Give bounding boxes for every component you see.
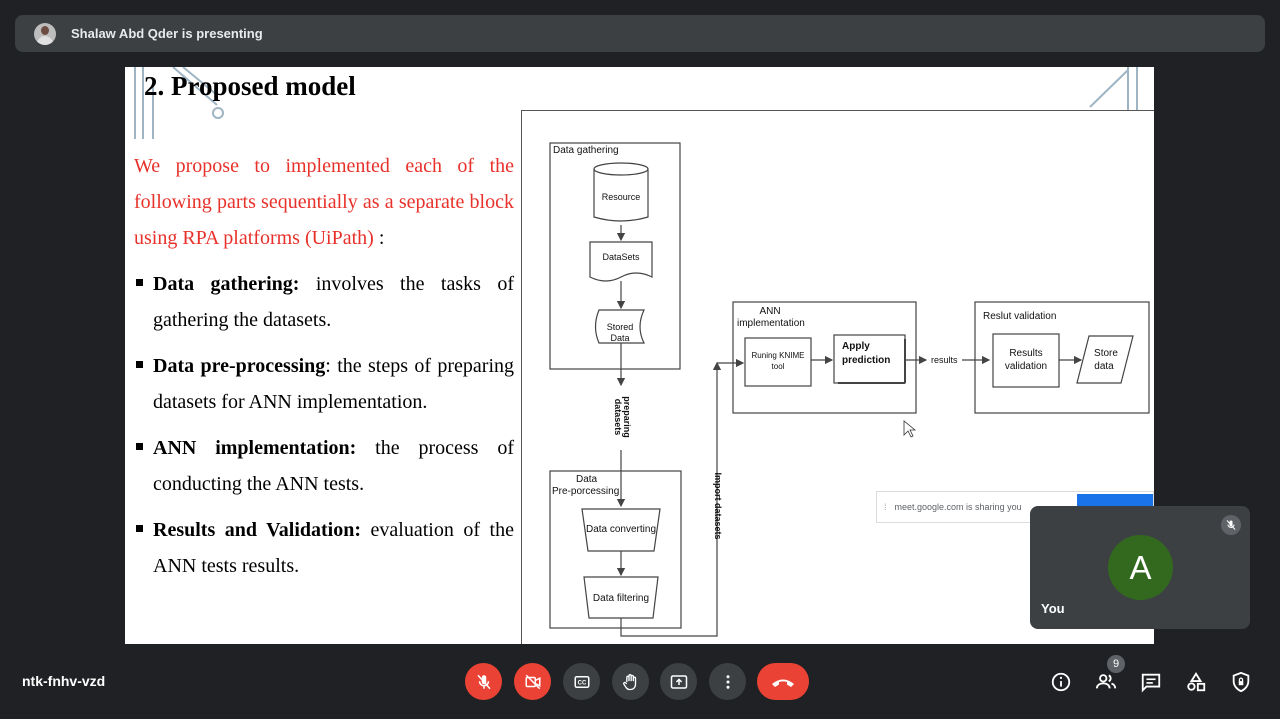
label-preparing-1: preparing bbox=[622, 396, 632, 438]
intro-text: We propose to implemented each of the fo… bbox=[134, 155, 514, 249]
label-knime-1: Runing KNIME bbox=[752, 351, 805, 360]
info-icon bbox=[1051, 672, 1071, 692]
sharing-notice-text: meet.google.com is sharing you bbox=[894, 502, 1022, 512]
leave-call-button[interactable] bbox=[757, 663, 809, 700]
presenter-label: Shalaw Abd Qder is presenting bbox=[71, 26, 263, 41]
people-icon bbox=[1095, 674, 1117, 689]
label-results: results bbox=[931, 355, 958, 365]
label-data-converting: Data converting bbox=[586, 524, 656, 535]
bullet-item: Data gathering: involves the tasks of ga… bbox=[134, 266, 514, 338]
activities-icon bbox=[1187, 672, 1206, 692]
label-apply-2: prediction bbox=[842, 355, 890, 366]
self-avatar: A bbox=[1108, 535, 1173, 600]
self-name: You bbox=[1041, 601, 1065, 616]
chat-icon bbox=[1141, 673, 1161, 693]
presenter-avatar bbox=[34, 22, 56, 45]
meeting-details-button[interactable] bbox=[1048, 669, 1074, 695]
cursor-icon bbox=[903, 420, 917, 438]
flow-diagram-svg: Data gathering Resource DataSets Stored … bbox=[549, 142, 1150, 637]
bullet-item: Data pre-processing: the steps of prepar… bbox=[134, 348, 514, 420]
bullet-text: the process of conducting the ANN tests. bbox=[153, 437, 514, 495]
label-store-1: Store bbox=[1094, 348, 1118, 359]
bullet-item: ANN implementation: the process of condu… bbox=[134, 430, 514, 502]
mic-toggle-button[interactable] bbox=[465, 663, 502, 700]
slide-intro: We propose to implemented each of the fo… bbox=[134, 148, 514, 256]
label-stored-1: Stored bbox=[607, 322, 634, 332]
label-store-2: data bbox=[1094, 361, 1114, 372]
chat-button[interactable] bbox=[1138, 669, 1164, 695]
captions-icon: CC bbox=[574, 675, 589, 688]
drag-handle-icon[interactable]: ⁞ bbox=[884, 502, 887, 512]
bullet-heading: Data pre-processing bbox=[153, 355, 326, 377]
presenter-bar: Shalaw Abd Qder is presenting bbox=[15, 15, 1265, 52]
label-results-validation-1: Results bbox=[1009, 348, 1042, 359]
captions-button[interactable]: CC bbox=[563, 663, 600, 700]
camera-off-icon bbox=[525, 674, 540, 689]
bullet-item: Results and Validation: evaluation of th… bbox=[134, 512, 514, 584]
label-preproc-2: Pre-porcessing bbox=[552, 486, 619, 497]
label-data-gathering: Data gathering bbox=[553, 145, 619, 156]
bullet-list: Data gathering: involves the tasks of ga… bbox=[134, 266, 514, 594]
label-datasets: DataSets bbox=[602, 252, 640, 262]
mic-off-icon bbox=[476, 674, 491, 689]
shared-slide: 2. Proposed model We propose to implemen… bbox=[125, 67, 1154, 644]
mic-off-icon bbox=[1221, 515, 1241, 535]
raise-hand-icon bbox=[622, 673, 636, 690]
bullet-heading: Data gathering: bbox=[153, 273, 300, 295]
label-preparing-2: datasets bbox=[613, 399, 623, 436]
more-options-button[interactable] bbox=[709, 663, 746, 700]
label-knime-2: tool bbox=[772, 362, 785, 371]
host-controls-button[interactable] bbox=[1228, 669, 1254, 695]
label-resource: Resource bbox=[602, 192, 641, 202]
label-results-validation-2: validation bbox=[1005, 361, 1047, 372]
activities-button[interactable] bbox=[1183, 669, 1209, 695]
label-result-validation: Reslut validation bbox=[983, 311, 1056, 322]
raise-hand-button[interactable] bbox=[612, 663, 649, 700]
host-controls-icon bbox=[1232, 671, 1250, 693]
self-video-tile[interactable]: A You bbox=[1030, 506, 1250, 629]
bullet-text: : the steps of preparing datasets for AN… bbox=[153, 355, 514, 413]
label-preproc-1: Data bbox=[576, 474, 598, 485]
more-icon bbox=[726, 674, 729, 689]
intro-colon: : bbox=[373, 227, 385, 249]
bullet-text: evaluation of the ANN tests results. bbox=[153, 519, 514, 577]
label-data-filtering: Data filtering bbox=[593, 593, 649, 604]
present-icon bbox=[670, 674, 687, 689]
present-now-button[interactable] bbox=[660, 663, 697, 700]
label-ann-1: ANN bbox=[759, 306, 780, 317]
bullet-heading: Results and Validation: bbox=[153, 519, 362, 541]
participants-count-badge: 9 bbox=[1107, 655, 1125, 673]
bullet-heading: ANN implementation: bbox=[153, 437, 357, 459]
label-ann-2: implementation bbox=[737, 318, 805, 329]
meeting-code: ntk-fnhv-vzd bbox=[22, 673, 106, 689]
label-apply-1: Apply bbox=[842, 341, 870, 352]
svg-text:CC: CC bbox=[577, 680, 586, 686]
label-stored-2: Data bbox=[610, 333, 629, 343]
slide-title: 2. Proposed model bbox=[144, 71, 356, 101]
slide-decoration bbox=[134, 67, 1138, 139]
stop-sharing-button[interactable] bbox=[1077, 494, 1153, 508]
people-button[interactable] bbox=[1093, 669, 1119, 695]
end-call-icon bbox=[772, 679, 794, 687]
label-import-datasets: Import datasets bbox=[713, 472, 723, 539]
camera-toggle-button[interactable] bbox=[514, 663, 551, 700]
bullet-text: involves the tasks of gathering the data… bbox=[153, 273, 515, 331]
